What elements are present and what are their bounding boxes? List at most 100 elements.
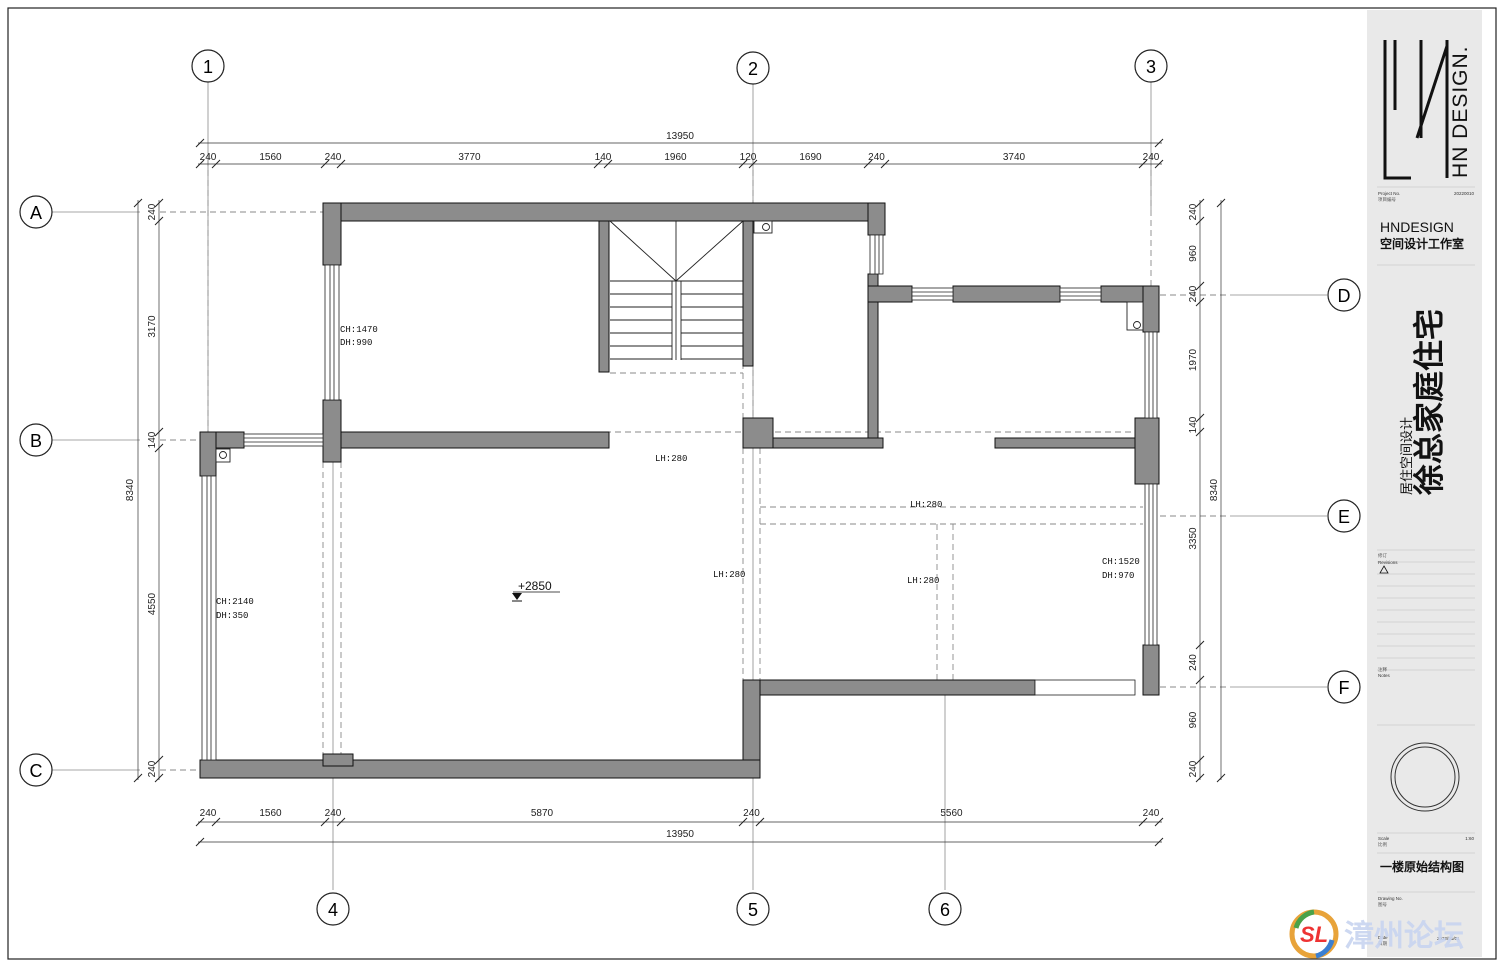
date-sublabel: 日期: [1378, 941, 1387, 947]
dimension-value: 240: [1188, 203, 1199, 220]
drawing-title: 一楼原始结构图: [1380, 859, 1464, 874]
dimension-value: 1690: [799, 152, 822, 163]
grid-bubbles: 1 2 3 4 5 6 A B C D E F: [19, 49, 1361, 926]
dimension-value: 3740: [1003, 152, 1026, 163]
dimension-value: 13950: [666, 829, 694, 840]
dimension-value: 240: [1188, 654, 1199, 671]
dimension-tick: [1138, 159, 1148, 169]
watermark-logo-icon: [1289, 909, 1339, 959]
grid-bubble-A: A: [19, 195, 53, 229]
dimension-value: 1960: [664, 152, 687, 163]
wall: [867, 202, 886, 236]
window-note-ch: CH:1470: [340, 325, 378, 335]
stamp-circle-icon: [1390, 742, 1460, 812]
dimension-tick: [1195, 675, 1205, 685]
svg-text:A: A: [30, 203, 42, 223]
watermark: SL 漳州论坛: [1286, 906, 1486, 962]
dimension-value: 3170: [147, 315, 158, 338]
dimension-value: 240: [1188, 760, 1199, 777]
dimension-tick: [133, 773, 143, 783]
dimension-tick: [755, 817, 765, 827]
svg-text:4: 4: [328, 900, 338, 920]
dimension-tick: [154, 755, 164, 765]
level-text: +2850: [518, 579, 552, 593]
dimension-value: 240: [200, 152, 217, 163]
grid-bubble-2: 2: [736, 51, 770, 85]
window: [324, 264, 340, 401]
wall: [322, 202, 342, 266]
staircase: [609, 220, 744, 360]
logo-text: HN DESIGN.: [1449, 45, 1472, 178]
window: [1059, 287, 1102, 301]
dimension-tick: [1195, 427, 1205, 437]
dimension-value: 240: [325, 152, 342, 163]
dimension-value: 140: [595, 152, 612, 163]
svg-text:1: 1: [203, 57, 213, 77]
watermark-logo-letters: SL: [1300, 922, 1328, 947]
grid-bubble-F: F: [1327, 670, 1361, 704]
dimension-tick: [154, 773, 164, 783]
dimension-value: 8340: [1209, 478, 1220, 501]
beam-note: LH:280: [713, 570, 745, 580]
window-note-dh: DH:990: [340, 338, 372, 348]
svg-text:C: C: [30, 761, 43, 781]
dimension-value: 1560: [259, 152, 282, 163]
dimension-lines: [137, 142, 1222, 843]
pipe-symbols: [215, 220, 1144, 463]
scale-sublabel: 比例: [1378, 841, 1387, 848]
dimension-tick: [1154, 138, 1164, 148]
dimension-tick: [1195, 198, 1205, 208]
dimension-value: 240: [325, 808, 342, 819]
dimension-value: 4550: [147, 592, 158, 615]
dimension-tick: [154, 198, 164, 208]
title-block: HN DESIGN. Project No. 项目编号 20220010 HND…: [1367, 10, 1482, 957]
wall: [199, 431, 217, 477]
scale-label: Scale: [1378, 836, 1390, 841]
dimension-tick: [195, 138, 205, 148]
dimension-value: 240: [868, 152, 885, 163]
wall: [322, 202, 886, 222]
dimension-tick: [1195, 297, 1205, 307]
date-label: Date: [1378, 935, 1388, 940]
dimension-value: 960: [1188, 711, 1199, 728]
wall: [322, 399, 342, 463]
svg-text:B: B: [30, 431, 42, 451]
window-note-dh: DH:970: [1102, 571, 1134, 581]
drawing-no-label: Drawing No.: [1378, 896, 1403, 901]
company-name-cn: 空间设计工作室: [1380, 236, 1464, 251]
wall: [772, 437, 884, 449]
dimension-value: 140: [147, 431, 158, 448]
dimension-tick: [195, 817, 205, 827]
window: [201, 475, 217, 761]
wall: [598, 220, 610, 373]
notes-label: Notes: [1378, 673, 1391, 678]
dimension-tick: [154, 216, 164, 226]
window-note-dh: DH:350: [216, 611, 248, 621]
beam-note: LH:280: [910, 500, 942, 510]
wall: [199, 759, 761, 779]
level-marker: +2850: [512, 579, 560, 602]
svg-text:D: D: [1338, 286, 1351, 306]
dimension-tick: [1154, 837, 1164, 847]
svg-text:F: F: [1339, 678, 1350, 698]
dimension-tick: [1216, 773, 1226, 783]
company-name-en: HNDESIGN: [1380, 219, 1454, 235]
grid-bubble-4: 4: [316, 892, 350, 926]
dimension-tick: [1216, 198, 1226, 208]
dimension-tick: [738, 159, 748, 169]
dimension-tick: [195, 159, 205, 169]
wall: [1142, 644, 1160, 696]
grid-bubble-6: 6: [928, 892, 962, 926]
window: [1144, 483, 1158, 646]
dimension-value: 3350: [1188, 527, 1199, 550]
wall: [1142, 285, 1160, 333]
wall: [994, 437, 1146, 449]
level-triangle-icon: [512, 593, 522, 600]
grid-bubble-C: C: [19, 753, 53, 787]
dimension-value: 240: [1188, 285, 1199, 302]
dashed-lines: [160, 160, 1230, 771]
dimension-tick: [1138, 817, 1148, 827]
windows: [201, 234, 1158, 761]
